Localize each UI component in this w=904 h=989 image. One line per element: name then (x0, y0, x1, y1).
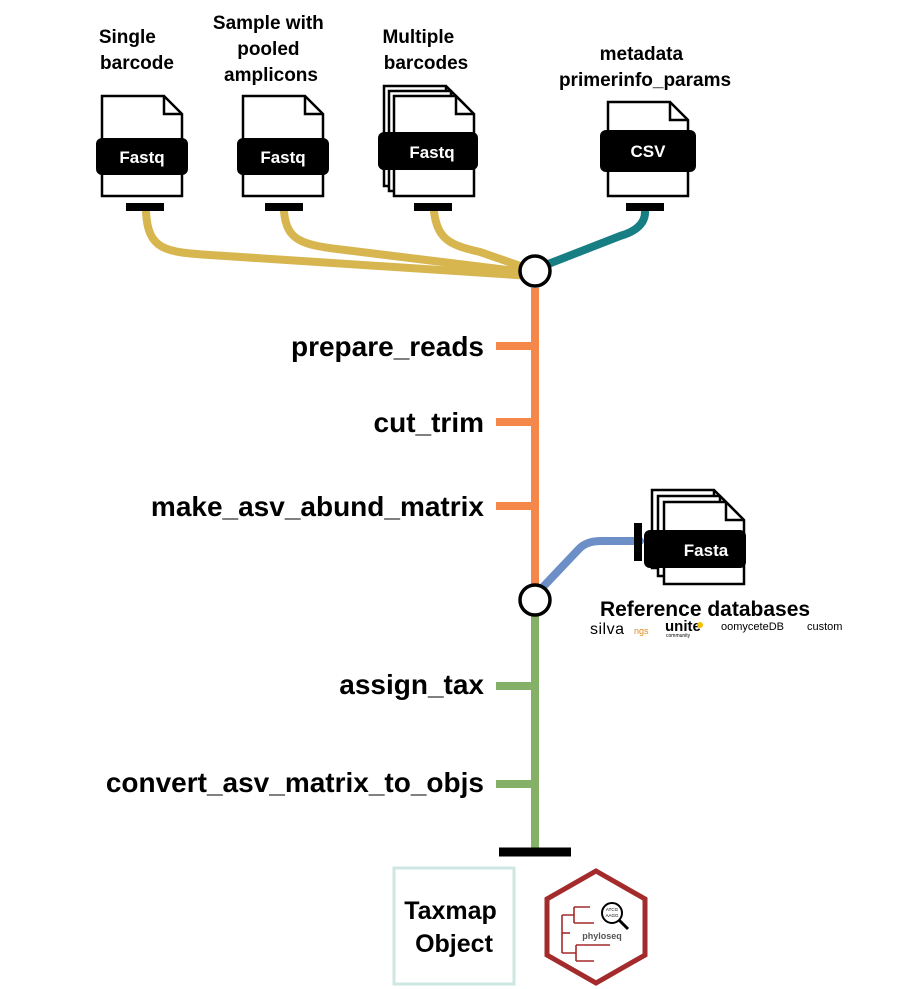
step-labels: prepare_reads cut_trim make_asv_abund_ma… (106, 331, 485, 798)
heading-single-barcode: Single barcode (99, 27, 174, 74)
reference-line (538, 537, 644, 592)
pooled-amplicons-line (280, 208, 536, 277)
reference-databases: Reference databases silva ngs unite comm… (590, 598, 842, 639)
custom-database-label: custom (807, 621, 842, 633)
fastq-file-icon: Fastq (237, 94, 329, 211)
oomycetedb-logo: oomyceteDB (721, 621, 784, 633)
fastq-file-icon: Fastq (96, 94, 188, 211)
svg-text:community: community (666, 633, 691, 639)
step-cut-trim: cut_trim (374, 407, 484, 438)
svg-text:Fastq: Fastq (260, 148, 305, 167)
multiple-barcodes-line (430, 208, 536, 274)
svg-text:AAGG: AAGG (605, 913, 619, 918)
taxmap-object-label: Taxmap Object (404, 897, 504, 958)
svg-text:Fastq: Fastq (119, 148, 164, 167)
svg-text:Fasta: Fasta (684, 541, 729, 560)
step-make-asv-abund-matrix: make_asv_abund_matrix (151, 491, 485, 522)
svg-text:Fastq: Fastq (409, 143, 454, 162)
phyloseq-logo: ATCG AAGG phyloseq (544, 868, 648, 986)
stacked-fastq-file-icon: Fastq (378, 84, 478, 211)
reference-junction (518, 583, 552, 617)
input-headings: Single barcode Sample with pooled amplic… (99, 13, 731, 91)
step-assign-tax: assign_tax (339, 669, 484, 700)
fasta-file-icon: Fasta (634, 488, 746, 586)
main-track (496, 254, 644, 857)
step-convert-asv-matrix: convert_asv_matrix_to_objs (106, 767, 484, 798)
input-connectors (142, 206, 650, 280)
svg-text:ngs: ngs (634, 626, 649, 636)
metadata-line (534, 206, 650, 272)
taxmap-object-box: Taxmap Object (392, 866, 516, 986)
heading-metadata: metadata primerinfo_params (559, 44, 731, 91)
silva-logo: silva ngs (590, 621, 649, 638)
svg-text:unite: unite (665, 618, 701, 635)
single-barcode-line (142, 208, 536, 280)
heading-pooled-amplicons: Sample with pooled amplicons (213, 13, 329, 86)
svg-text:silva: silva (590, 621, 625, 638)
input-junction (518, 254, 552, 288)
unite-logo: unite community (665, 618, 703, 639)
reference-databases-title: Reference databases (600, 598, 810, 621)
step-prepare-reads: prepare_reads (291, 331, 484, 362)
phyloseq-label: phyloseq (582, 931, 622, 941)
svg-text:ATCG: ATCG (606, 907, 619, 912)
svg-text:CSV: CSV (631, 142, 667, 161)
csv-file-icon: CSV (600, 100, 696, 211)
heading-multiple-barcodes: Multiple barcodes (382, 27, 468, 74)
